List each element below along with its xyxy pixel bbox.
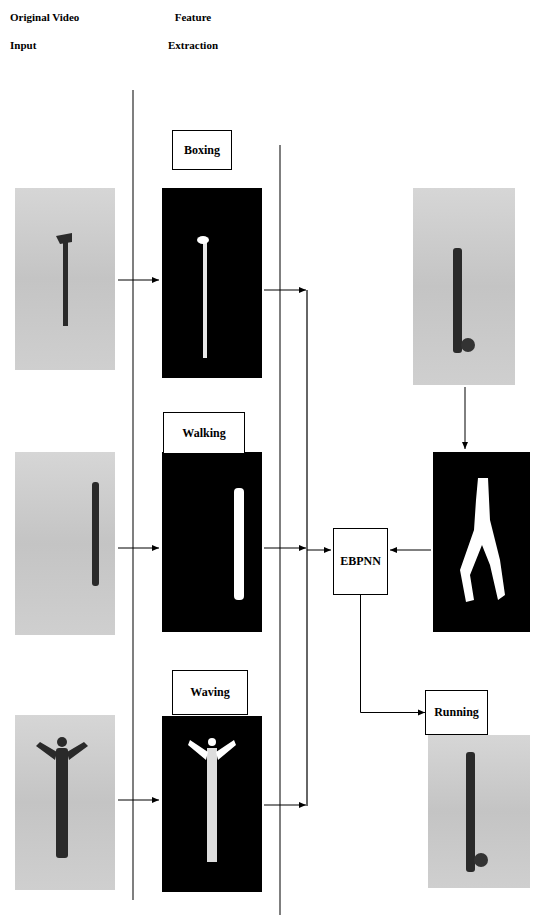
divider-line: [132, 90, 134, 900]
feature-image: [433, 452, 530, 632]
video-frame: [413, 188, 515, 385]
connector-arrow: [361, 595, 426, 713]
label-box: Boxing: [172, 130, 232, 170]
video-frame: [15, 452, 115, 635]
label-box: Walking: [163, 412, 245, 454]
feature-image: [162, 452, 262, 632]
video-frame: [15, 188, 115, 370]
column-heading: Feature Extraction: [152, 3, 234, 59]
flow-arrow: [118, 280, 465, 805]
node-label: Boxing: [184, 143, 220, 158]
feature-image: [162, 188, 262, 378]
node-label: Waving: [190, 685, 229, 700]
label-box: EBPNN: [333, 528, 388, 595]
column-heading: Original Video Input: [10, 3, 82, 59]
node-label: EBPNN: [340, 554, 381, 569]
label-box: Waving: [172, 670, 248, 715]
feature-image: [162, 716, 262, 892]
merge-bar: [306, 290, 308, 806]
video-frame: [15, 715, 115, 890]
node-label: Running: [434, 705, 479, 720]
label-box: Running: [425, 690, 488, 735]
divider-line: [279, 145, 281, 915]
video-frame: [428, 735, 530, 888]
node-label: Walking: [182, 426, 225, 441]
